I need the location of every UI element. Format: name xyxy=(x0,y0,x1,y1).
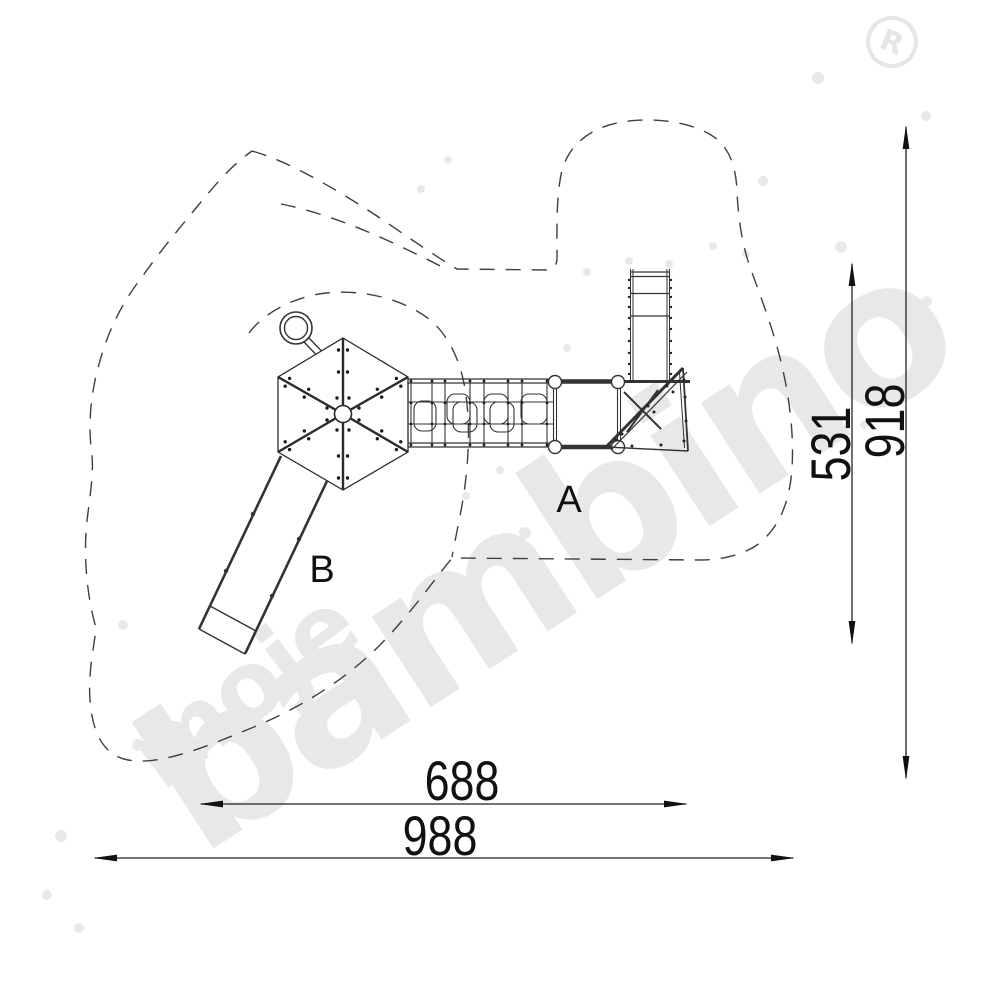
label-module-b: B xyxy=(309,549,334,591)
climbing-wall-bolts xyxy=(614,378,688,448)
arrow-right-icon xyxy=(664,800,688,808)
slide-b xyxy=(197,455,329,655)
arrow-right-icon xyxy=(771,854,795,862)
label-module-a: A xyxy=(556,479,582,521)
climbing-wall xyxy=(604,366,689,452)
net-loops xyxy=(413,393,548,433)
safety-zone-outer-boundary xyxy=(84,119,794,762)
arrow-up-icon xyxy=(848,262,856,286)
dim-inner-width: 688 xyxy=(199,749,688,812)
slide-rail-connectors xyxy=(223,511,302,599)
dim-inner-height: 531 xyxy=(799,262,862,645)
arrow-left-icon xyxy=(93,854,117,862)
watermark-dots xyxy=(42,72,932,933)
safety-zone-outline xyxy=(84,119,794,762)
ladder xyxy=(627,269,673,383)
tower-bolts xyxy=(283,348,403,480)
module-labels: A B xyxy=(309,479,582,591)
zone-overlap-arc-right xyxy=(248,291,470,558)
dim-total-width-value: 988 xyxy=(403,804,478,867)
zone-overlap-arc-top xyxy=(280,203,445,269)
arrow-up-icon xyxy=(902,125,910,149)
tower-center-post xyxy=(333,404,353,424)
arrow-down-icon xyxy=(848,621,856,645)
arrow-left-icon xyxy=(199,800,223,808)
dim-total-height-value: 918 xyxy=(853,384,916,459)
hexagonal-tower xyxy=(277,337,409,491)
ladder-bolts xyxy=(627,278,673,376)
tower-ring xyxy=(279,311,335,369)
net-bridge-bolts xyxy=(409,379,549,447)
net-bridge xyxy=(408,378,553,448)
dim-inner-height-value: 531 xyxy=(799,407,862,482)
dim-total-height: 918 xyxy=(853,125,916,780)
dim-total-width: 988 xyxy=(93,804,795,867)
arrow-down-icon xyxy=(902,756,910,780)
tower-spokes xyxy=(277,338,409,490)
dim-inner-width-value: 688 xyxy=(425,749,500,812)
